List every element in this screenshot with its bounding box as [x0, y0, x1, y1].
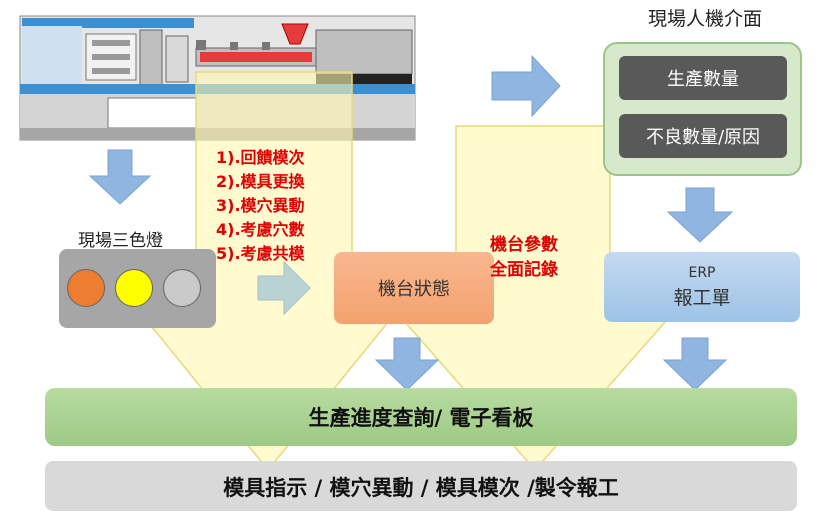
arrow-down-to-board-right — [662, 337, 728, 391]
arrow-down-to-light — [88, 149, 152, 205]
footer-bar — [45, 461, 797, 511]
progress-board-bar — [45, 388, 797, 446]
erp-box: ERP 報工單 — [604, 252, 800, 322]
machine-state-box: 機台狀態 — [334, 252, 494, 324]
feedback-item: 2).模具更換 — [216, 172, 305, 191]
feedback-item: 4).考慮穴數 — [216, 220, 305, 239]
tri-light-label: 現場三色燈 — [78, 231, 163, 251]
hmi-title: 現場人機介面 — [647, 8, 762, 30]
progress-board-label: 生產進度查詢/ 電子看板 — [308, 406, 534, 430]
hmi-defect-quantity: 不良數量/原因 — [619, 114, 787, 158]
hmi-production-quantity: 生產數量 — [619, 56, 787, 100]
machine-params-note: 機台參數 全面記錄 — [490, 233, 558, 283]
yellow-light-icon — [115, 269, 153, 307]
hmi-panel: 生產數量 不良數量/原因 — [603, 42, 802, 176]
footer-label: 模具指示 / 模穴異動 / 模具模次 /製令報工 — [223, 476, 619, 500]
params-line-2: 全面記錄 — [490, 260, 558, 280]
arrow-down-to-erp — [666, 187, 734, 243]
params-line-1: 機台參數 — [490, 235, 558, 255]
feedback-list: 1).回饋模次 2).模具更換 3).模穴異動 4).考慮穴數 5).考慮共模 — [216, 146, 305, 266]
feedback-item: 5).考慮共模 — [216, 244, 305, 263]
tri-light-box — [59, 249, 216, 328]
machine-state-label: 機台狀態 — [378, 279, 450, 300]
arrow-right-to-hmi — [491, 54, 561, 118]
gray-light-icon — [163, 269, 201, 307]
arrow-right-to-machine-state — [257, 260, 311, 316]
feedback-item: 3).模穴異動 — [216, 196, 305, 215]
erp-title: ERP — [688, 264, 716, 281]
erp-subtitle: 報工單 — [673, 286, 731, 309]
orange-light-icon — [67, 269, 105, 307]
feedback-item: 1).回饋模次 — [216, 148, 305, 167]
arrow-down-to-board-left — [374, 337, 440, 391]
